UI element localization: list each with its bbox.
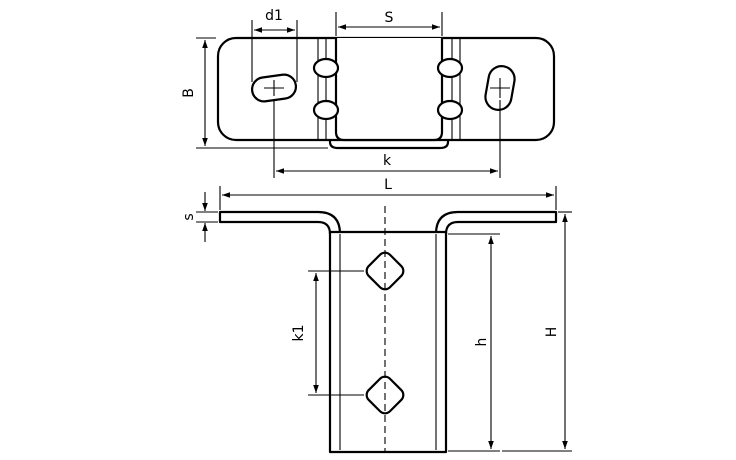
top-view [216,36,556,150]
dimension-k: k [273,100,501,178]
dimension-H: H [502,211,572,452]
dimension-s-label: s [181,213,197,220]
dimension-k1-label: k1 [291,324,307,341]
dimension-h: h [448,233,500,452]
hidden-hole-lower-left [312,99,340,121]
right-flange [434,210,558,236]
front-view [218,206,558,454]
dimension-d1-label: d1 [265,8,283,24]
hidden-hole-upper-right [436,57,464,79]
channel-outline [334,38,444,142]
left-flange [218,210,342,236]
dimension-B: B [181,37,328,149]
hidden-hole-lower-right [436,99,464,121]
dimension-S: S [335,10,443,36]
dimension-k-label: k [383,153,392,169]
hidden-hole-upper-left [312,57,340,79]
dimension-L: L [219,177,557,210]
diamond-hole-upper [365,251,405,291]
dimension-L-label: L [384,177,392,193]
dimension-h-label: h [474,338,490,347]
dimension-B-label: B [181,88,197,98]
dimension-H-label: H [544,327,560,338]
dimension-k1: k1 [291,270,364,396]
dimension-S-label: S [385,10,394,26]
dimension-d1: d1 [251,8,298,82]
dimension-s: s [181,192,218,242]
